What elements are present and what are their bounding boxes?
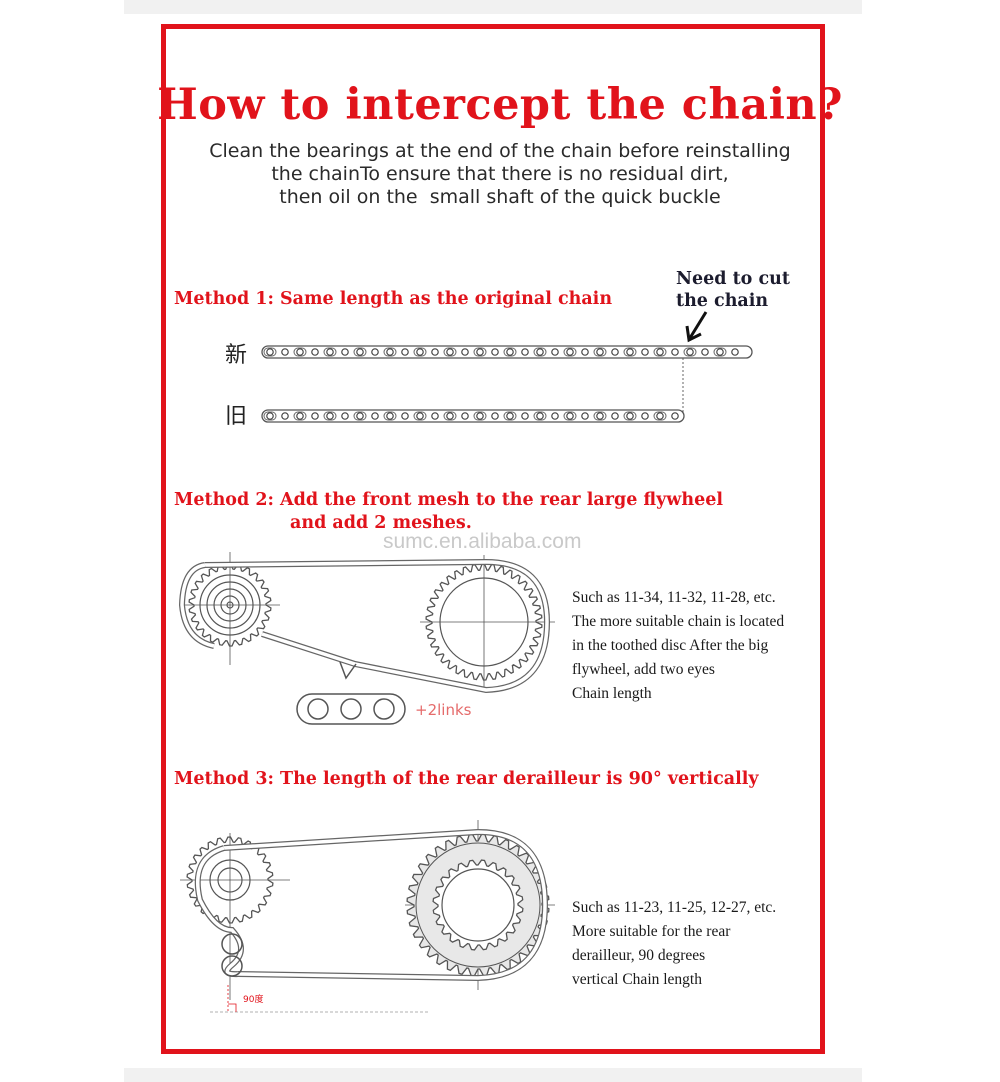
note-line: derailleur, 90 degrees [572, 947, 706, 964]
note-line: vertical Chain length [572, 971, 702, 988]
plus-two-links-label: +2links [415, 701, 472, 719]
callout-line: Need to cut [676, 269, 790, 289]
note-line: Such as 11-23, 11-25, 12-27, etc. [572, 899, 777, 916]
note-line: in the toothed disc After the big [572, 637, 769, 654]
watermark: sumc.en.alibaba.com [383, 530, 582, 553]
new-chain-icon [261, 345, 753, 359]
new-chain-label: 新 [225, 343, 248, 368]
subtitle: Clean the bearings at the end of the cha… [180, 140, 820, 209]
note-line: flywheel, add two eyes [572, 661, 715, 678]
old-chain-label: 旧 [225, 404, 248, 429]
cut-arrow-icon [685, 311, 708, 343]
note-line: The more suitable chain is located [572, 613, 785, 630]
subtitle-line: the chainTo ensure that there is no resi… [271, 163, 729, 185]
method3-note: Such as 11-23, 11-25, 12-27, etc. More s… [572, 896, 776, 992]
bottom-strip [124, 1068, 862, 1082]
cut-callout: Need to cut the chain [676, 268, 790, 312]
ninety-degree-label: 90度 [243, 995, 264, 1005]
subtitle-line: then oil on the small shaft of the quick… [279, 186, 721, 208]
callout-line: the chain [676, 291, 769, 311]
page-title: How to intercept the chain? [157, 80, 843, 130]
top-strip [124, 0, 862, 14]
old-chain-icon [261, 409, 685, 423]
method2-note: Such as 11-34, 11-32, 11-28, etc. The mo… [572, 586, 784, 706]
subtitle-line: Clean the bearings at the end of the cha… [209, 140, 791, 162]
method2-heading: Method 2: Add the front mesh to the rear… [174, 490, 724, 510]
method3-drivetrain-icon [180, 820, 555, 1013]
method1-heading: Method 1: Same length as the original ch… [174, 289, 613, 309]
note-line: Chain length [572, 685, 652, 702]
note-line: More suitable for the rear [572, 923, 731, 940]
method2-drivetrain-icon [178, 552, 555, 725]
note-line: Such as 11-34, 11-32, 11-28, etc. [572, 589, 776, 606]
method2-heading-cont: and add 2 meshes. [290, 513, 472, 533]
method3-heading: Method 3: The length of the rear deraill… [174, 769, 759, 789]
